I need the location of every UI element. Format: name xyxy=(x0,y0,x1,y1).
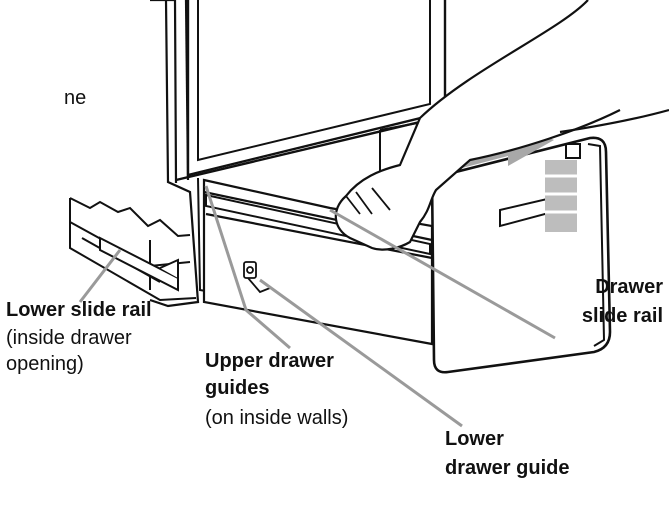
label-drawer-slide-rail-2: slide rail xyxy=(581,305,663,327)
leader-drawer-slide-rail xyxy=(329,208,556,340)
drawer-front-panel xyxy=(430,136,612,374)
leader-lower-slide-rail xyxy=(78,249,122,303)
label-lower-slide-rail: Lower slide rail xyxy=(6,299,152,321)
lower-drawer-guide-part xyxy=(243,261,271,294)
label-lower-drawer-guide-2: drawer guide xyxy=(445,457,570,479)
hand-right-icon xyxy=(559,108,669,134)
label-upper-drawer-guides-note: (on inside walls) xyxy=(205,407,349,429)
label-upper-drawer-guides-1: Upper drawer xyxy=(205,350,334,372)
label-upper-drawer-guides-2: guides xyxy=(205,377,270,399)
cropped-top-text: ne xyxy=(64,87,87,109)
label-drawer-slide-rail-1: Drawer xyxy=(595,276,663,298)
leader-upper-drawer-guides xyxy=(204,185,291,350)
label-lower-drawer-guide-1: Lower xyxy=(445,428,504,450)
leader-lines xyxy=(78,185,556,428)
leader-lower-drawer-guide xyxy=(259,278,463,428)
hand-left-icon xyxy=(334,0,621,251)
label-lower-slide-rail-note-2: opening) xyxy=(6,353,84,375)
label-lower-slide-rail-note-1: (inside drawer xyxy=(6,327,132,349)
